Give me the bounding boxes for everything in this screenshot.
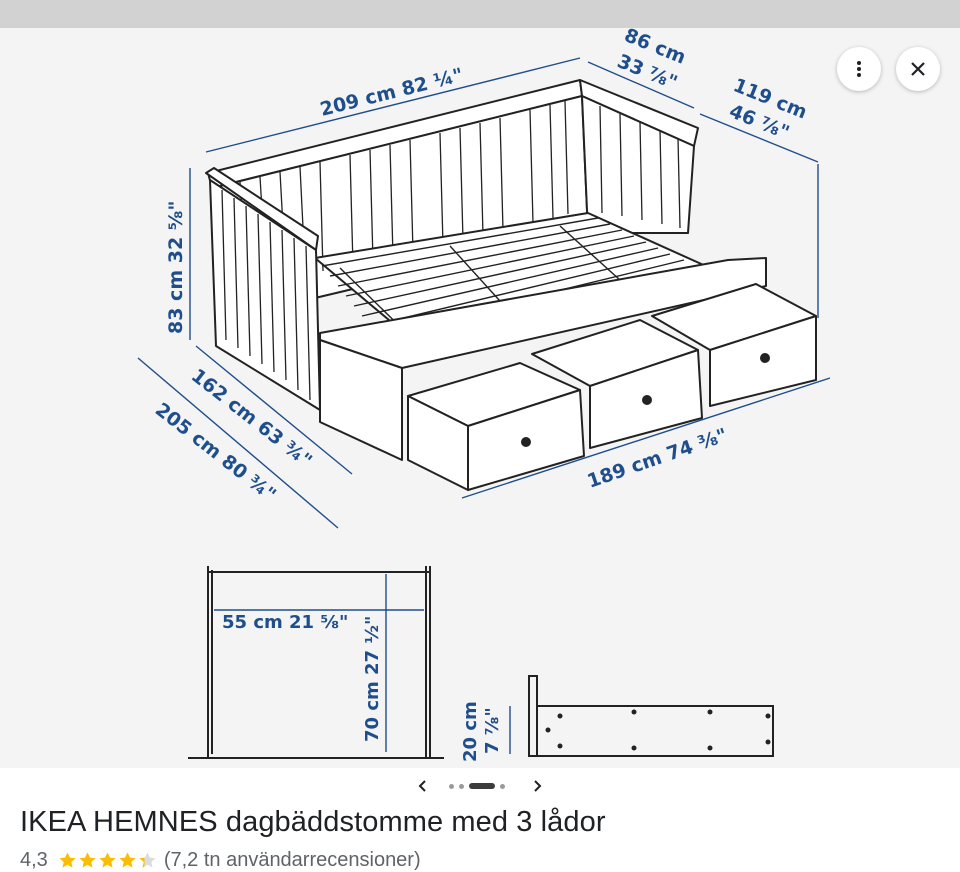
star-icon bbox=[79, 851, 96, 868]
dim-drawer-height: 20 cm bbox=[460, 701, 481, 762]
product-image[interactable]: 209 cm 82 ¼" 86 cm 33 ⅞" 119 cm 46 ⅞" 83… bbox=[0, 28, 960, 768]
rating-value: 4,3 bbox=[20, 848, 48, 871]
product-title[interactable]: IKEA HEMNES dagbäddstomme med 3 lådor bbox=[20, 806, 606, 838]
dim-height: 83 cm 32 ⅝" bbox=[165, 201, 187, 334]
chevron-right-icon bbox=[534, 780, 542, 792]
dim-drawer-depth: 70 cm 27 ½" bbox=[362, 616, 383, 742]
carousel-dots[interactable] bbox=[449, 783, 505, 789]
carousel-dot[interactable] bbox=[500, 783, 505, 789]
close-icon bbox=[911, 62, 925, 76]
rating-row[interactable]: 4,3 (7,2 tn användarrecensioner) bbox=[20, 848, 421, 871]
carousel-dot-active[interactable] bbox=[469, 783, 495, 789]
bed-dimension-drawing: 209 cm 82 ¼" 86 cm 33 ⅞" 119 cm 46 ⅞" 83… bbox=[137, 28, 831, 762]
more-vert-icon bbox=[857, 61, 861, 77]
review-count[interactable]: (7,2 tn användarrecensioner) bbox=[163, 848, 421, 871]
carousel-dot[interactable] bbox=[449, 783, 454, 789]
chevron-left-icon bbox=[418, 780, 426, 792]
carousel-next-button[interactable] bbox=[527, 776, 547, 796]
status-bar bbox=[0, 0, 960, 28]
star-icon bbox=[99, 851, 116, 868]
carousel-nav bbox=[0, 768, 960, 804]
dim-drawer-width: 55 cm 21 ⅝" bbox=[222, 612, 348, 633]
more-options-button[interactable] bbox=[837, 47, 881, 91]
close-button[interactable] bbox=[896, 47, 940, 91]
dim-drawer-height-in: 7 ⅞" bbox=[482, 707, 503, 754]
star-icon bbox=[139, 851, 156, 868]
star-icon bbox=[119, 851, 136, 868]
rating-stars bbox=[58, 851, 158, 870]
star-icon bbox=[59, 851, 76, 868]
carousel-dot[interactable] bbox=[459, 783, 464, 789]
carousel-prev-button[interactable] bbox=[413, 776, 433, 796]
